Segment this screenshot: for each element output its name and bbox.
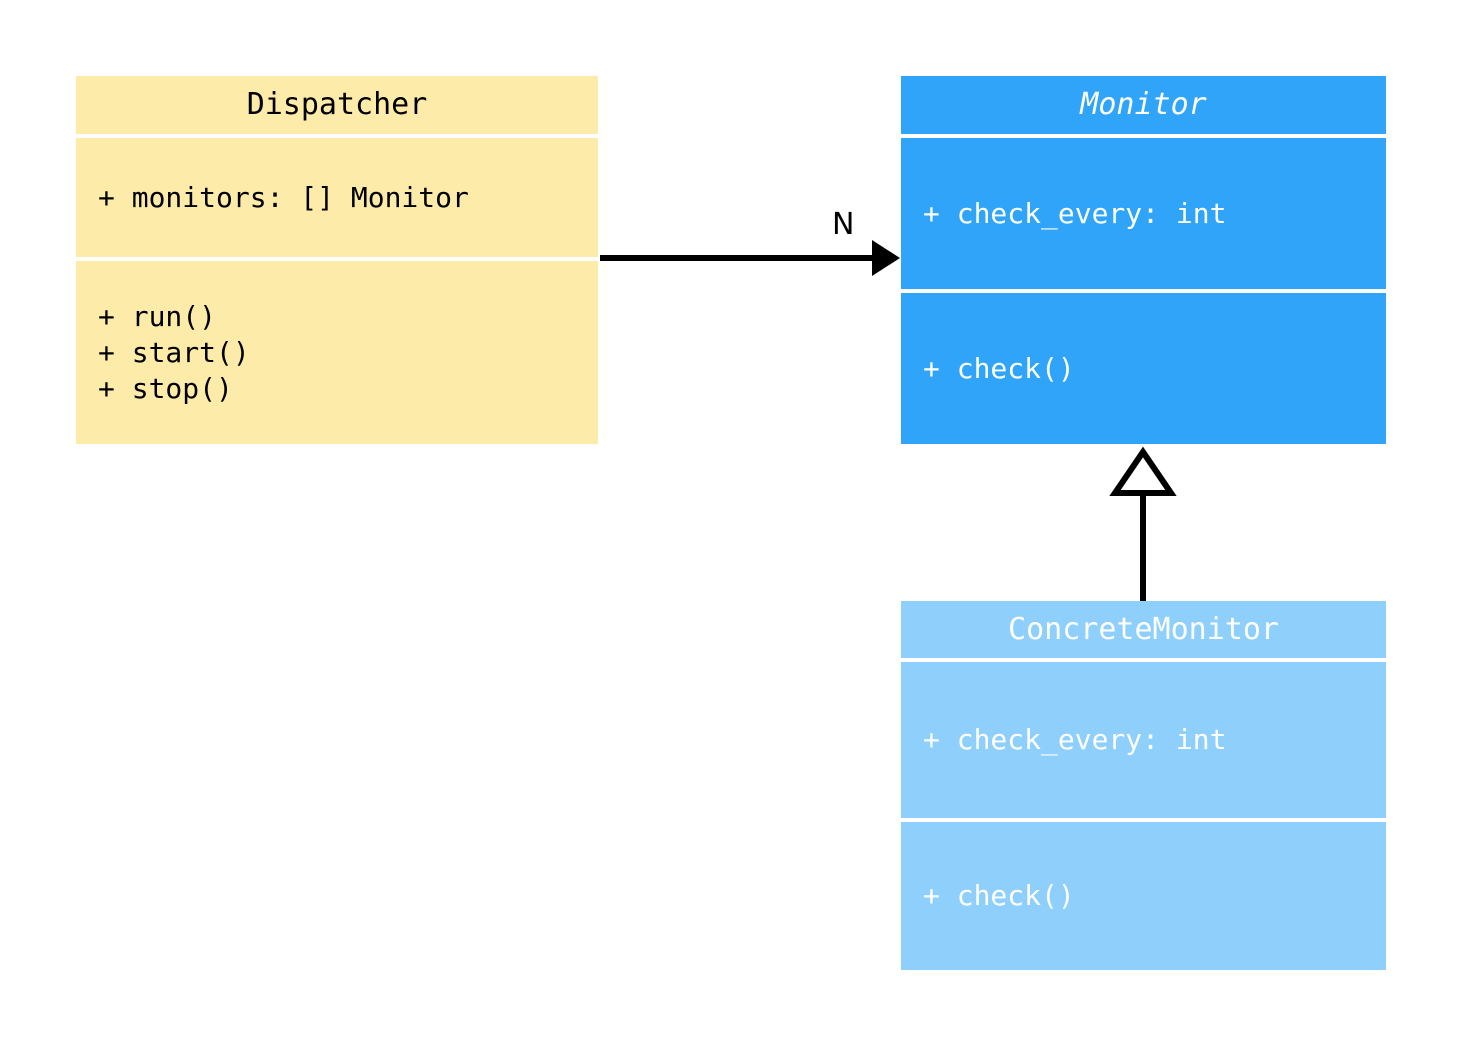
attribute-row: + check_every: int xyxy=(923,196,1227,230)
class-attributes-dispatcher: + monitors: [] Monitor xyxy=(76,138,598,257)
method-row: + check() xyxy=(923,351,1075,385)
method-row: + check() xyxy=(923,879,1075,912)
method-row: + start() xyxy=(98,335,250,369)
attribute-row: + monitors: [] Monitor xyxy=(98,180,469,214)
filled-arrowhead-icon xyxy=(872,240,900,276)
method-row: + run() xyxy=(98,299,217,333)
class-box-monitor[interactable]: Monitor + check_every: int + check() xyxy=(901,76,1386,444)
attribute-row: + check_every: int xyxy=(923,723,1227,756)
class-methods-dispatcher: + run() + start() + stop() xyxy=(76,261,598,444)
class-title-dispatcher: Dispatcher xyxy=(76,76,598,134)
class-methods-monitor: + check() xyxy=(901,293,1386,444)
class-box-concretemonitor[interactable]: ConcreteMonitor + check_every: int + che… xyxy=(901,601,1386,970)
class-title-monitor: Monitor xyxy=(901,76,1386,134)
hollow-triangle-arrowhead-icon xyxy=(1109,446,1177,496)
class-methods-concretemonitor: + check() xyxy=(901,822,1386,970)
class-title-concretemonitor: ConcreteMonitor xyxy=(901,601,1386,658)
class-box-dispatcher[interactable]: Dispatcher + monitors: [] Monitor + run(… xyxy=(76,76,598,444)
association-dispatcher-to-monitor xyxy=(600,240,900,276)
class-attributes-monitor: + check_every: int xyxy=(901,138,1386,289)
multiplicity-label-n: N xyxy=(832,207,855,242)
class-attributes-concretemonitor: + check_every: int xyxy=(901,662,1386,818)
generalization-concretemonitor-to-monitor xyxy=(1109,446,1177,601)
method-row: + stop() xyxy=(98,371,233,405)
